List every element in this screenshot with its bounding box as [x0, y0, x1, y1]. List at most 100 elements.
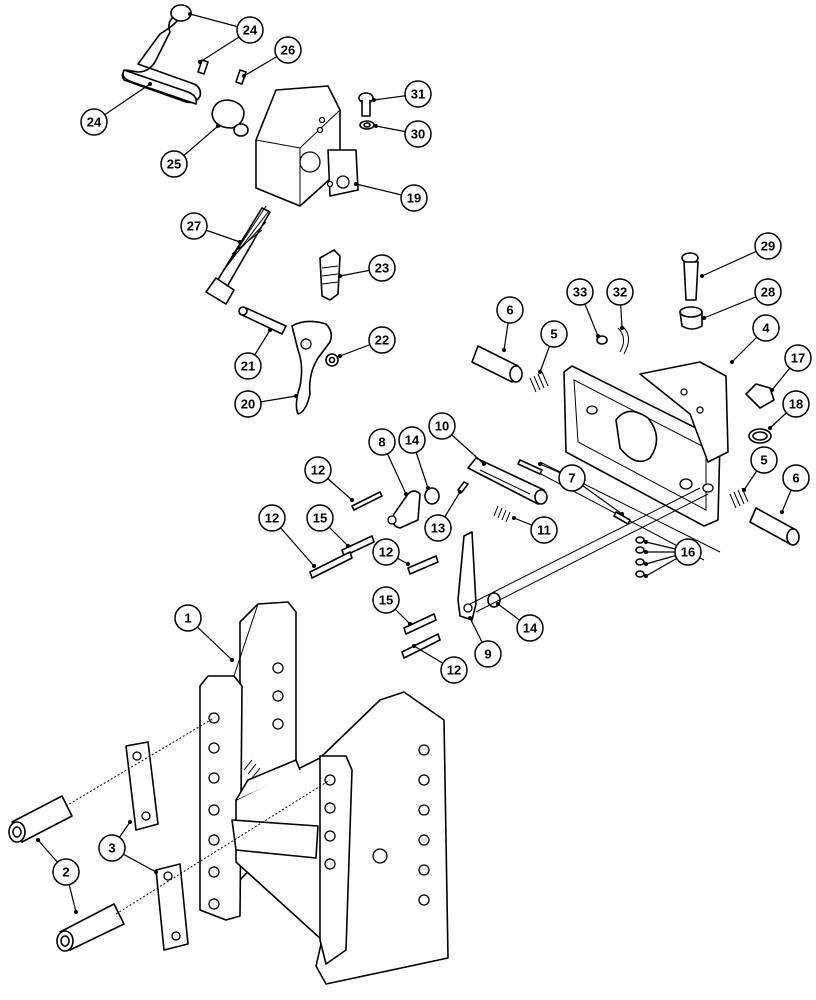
- callout-21: 21: [234, 328, 272, 380]
- callout-leader-arrow: [644, 574, 648, 578]
- callout-leader-arrow: [468, 616, 472, 620]
- callout-leader-arrow: [742, 488, 746, 492]
- callout-bubble: [540, 320, 568, 348]
- callout-8: 8: [368, 428, 408, 496]
- callout-4: 4: [730, 314, 780, 364]
- callout-17: 17: [770, 344, 812, 392]
- part-15-bolt-b: [403, 613, 437, 635]
- callout-bubble: [180, 212, 208, 240]
- callout-number: 30: [411, 127, 425, 142]
- callout-number: 31: [411, 87, 425, 102]
- callout-18: 18: [768, 390, 810, 430]
- callout-6a: 6: [496, 296, 524, 352]
- callout-15a: 15: [306, 504, 350, 548]
- callout-bubble: [558, 464, 586, 492]
- callout-31: 31: [372, 80, 432, 108]
- callout-leader-arrow: [426, 486, 430, 490]
- callout-leader-arrow: [496, 602, 500, 606]
- callout-bubble: [372, 586, 400, 614]
- callout-29: 29: [700, 232, 782, 278]
- callout-bubble: [306, 504, 334, 532]
- callout-leader-arrow: [230, 658, 234, 662]
- part-18-ring: [748, 428, 772, 444]
- callout-number: 14: [405, 433, 420, 448]
- callout-number: 5: [550, 327, 557, 342]
- part-5-spring-right: [729, 487, 749, 509]
- callout-leader-arrow: [512, 516, 516, 520]
- callout-bubble: [174, 604, 202, 632]
- callout-11: 11: [512, 516, 558, 544]
- callout-7: 7: [538, 462, 624, 516]
- callout-leader-arrow: [412, 644, 416, 648]
- callout-20: 20: [234, 390, 298, 418]
- part-3-plate-lower: [155, 863, 189, 951]
- callout-number: 29: [761, 239, 775, 254]
- callout-number: 25: [167, 157, 181, 172]
- part-16-fasteners: [635, 536, 645, 578]
- callout-16: 16: [644, 538, 702, 578]
- part-15-bolt-a: [341, 535, 375, 557]
- callout-28: 28: [702, 278, 782, 320]
- callout-leader-arrow: [268, 328, 272, 332]
- callout-26: 26: [242, 36, 302, 78]
- callout-bubble: [530, 516, 558, 544]
- callout-leader-arrow: [770, 388, 774, 392]
- callout-leader-arrow: [406, 562, 410, 566]
- callout-bubble: [304, 456, 332, 484]
- callout-leader-arrow: [312, 564, 316, 568]
- part-4-housing: [563, 361, 729, 527]
- part-12-bolt-b: [309, 551, 353, 579]
- callout-number: 14: [523, 621, 538, 636]
- callout-leader-arrow: [538, 370, 542, 374]
- callout-number: 6: [506, 303, 513, 318]
- part-11-spring: [493, 505, 511, 523]
- callout-27: 27: [180, 212, 242, 244]
- callout-12c: 12: [372, 538, 410, 566]
- part-33-screw: [596, 335, 608, 345]
- callout-23: 23: [338, 254, 396, 282]
- callout-number: 21: [241, 359, 255, 374]
- callout-33: 33: [566, 278, 600, 338]
- callout-22: 22: [338, 326, 396, 358]
- callout-leader-arrow: [346, 544, 350, 548]
- callout-number: 7: [568, 471, 575, 486]
- part-17-knob: [745, 383, 775, 409]
- callout-number: 24: [87, 115, 102, 130]
- part-12-bolt-c: [407, 555, 439, 575]
- part-3-plate-upper: [125, 741, 159, 831]
- part-8-link: [387, 490, 421, 529]
- callout-bubble: [440, 656, 468, 684]
- callout-leader-arrow: [700, 274, 704, 278]
- callout-leader-arrow: [702, 316, 706, 320]
- callout-leader-arrow: [74, 910, 78, 914]
- callout-leader-arrow: [216, 124, 220, 128]
- callout-24a: 24: [188, 12, 264, 64]
- callout-leader-arrow: [154, 870, 158, 874]
- callout-bubble: [784, 344, 812, 372]
- callout-5b: 5: [742, 446, 778, 492]
- part-14-bush-upper: [424, 487, 440, 505]
- callout-leader-arrow: [338, 274, 342, 278]
- callout-bubble: [368, 428, 396, 456]
- part-9-lever: [457, 531, 477, 621]
- callout-number: 12: [379, 545, 393, 560]
- callout-leader-arrow: [372, 98, 376, 102]
- callout-leader-arrow: [482, 462, 486, 466]
- callout-bubble: [400, 184, 428, 212]
- part-1-bracket: [199, 601, 449, 985]
- callout-24b: 24: [80, 82, 152, 136]
- part-22-washer: [325, 353, 339, 367]
- callout-number: 4: [762, 321, 770, 336]
- callout-layer: 1234556678910111212121213141415151617181…: [36, 12, 812, 914]
- callout-9: 9: [468, 616, 502, 668]
- callout-bubble: [424, 514, 452, 542]
- callout-leader-arrow: [408, 622, 412, 626]
- callout-number: 12: [447, 663, 461, 678]
- callout-leader-arrow: [620, 512, 624, 516]
- callout-19: 19: [354, 182, 428, 212]
- callout-bubble: [404, 80, 432, 108]
- callout-leader-arrow: [596, 334, 600, 338]
- callout-number: 10: [435, 419, 449, 434]
- callout-1: 1: [174, 604, 234, 662]
- part-32-clip: [617, 325, 629, 355]
